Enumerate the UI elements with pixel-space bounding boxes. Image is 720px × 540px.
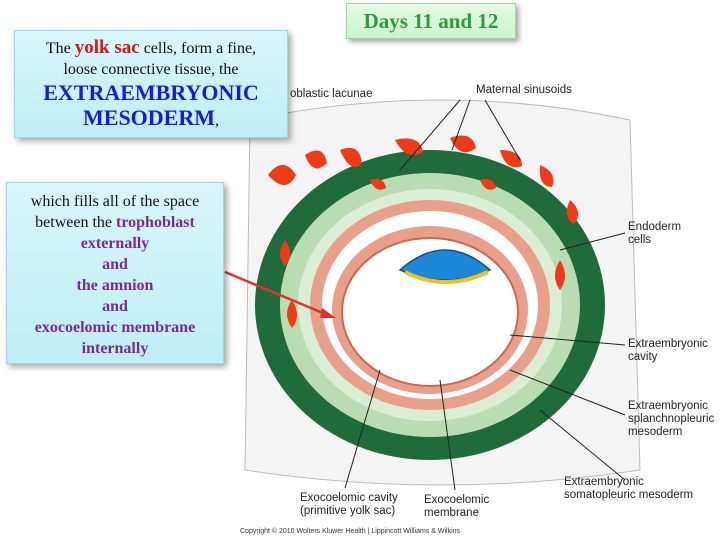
label-line: somatopleuric mesoderm <box>564 489 694 501</box>
exocoelomic-membrane-term: exocoelomic membrane <box>34 319 196 336</box>
callout-text: and <box>102 298 128 315</box>
label-maternal-sinusoids: Maternal sinusoids <box>476 84 572 96</box>
callout-space: which fills all of the space between the… <box>6 182 224 364</box>
pointer-arrowhead <box>320 308 336 318</box>
label-lacunae: oblastic lacunae <box>290 88 373 100</box>
copyright-notice: Copyright © 2010 Wolters Kluwer Health |… <box>240 528 461 535</box>
callout-text: between the <box>35 214 116 231</box>
callout-yolk-sac: The yolk sac cells, form a fine, loose c… <box>14 30 288 138</box>
label-line: Endoderm <box>628 221 682 233</box>
slide-title: Days 11 and 12 <box>346 3 516 39</box>
label-line: cells <box>628 234 652 246</box>
callout-text: internally <box>81 340 149 357</box>
label-endoderm-cells: Endoderm cells <box>628 221 681 247</box>
label-line: Exocoelomic <box>424 494 490 506</box>
yolk-sac-term: yolk sac <box>74 37 140 58</box>
label-exocoelomic-cavity: Exocoelomic cavity (primitive yolk sac) <box>300 492 398 518</box>
callout-text: which fills all of the space <box>30 193 200 210</box>
label-line: cavity <box>628 351 658 363</box>
label-splanchnopleuric-mesoderm: Extraembryonic splanchnopleuric mesoderm <box>628 400 714 439</box>
hypoblast <box>404 270 489 284</box>
label-line: Extraembryonic <box>628 400 708 412</box>
amnion-term: the amnion <box>76 277 154 294</box>
callout-text: loose connective tissue, the <box>63 61 239 78</box>
label-line: splanchnopleuric <box>628 413 715 425</box>
trophoblastic-lacunae <box>268 135 579 328</box>
label-line: membrane <box>424 507 479 519</box>
callout-text: externally <box>80 235 150 252</box>
pointer-arrow <box>224 270 331 318</box>
mesoderm-term: MESODERM <box>83 105 215 130</box>
label-line: mesoderm <box>628 426 683 438</box>
trophoblast-term: trophoblast <box>116 214 195 231</box>
callout-text: , <box>215 112 219 129</box>
extraembryonic-term: EXTRAEMBRYONIC <box>43 80 259 105</box>
label-line: (primitive yolk sac) <box>300 505 396 517</box>
label-exocoelomic-membrane: Exocoelomic membrane <box>424 494 489 520</box>
callout-text: cells, form a fine, <box>139 40 257 57</box>
label-somatopleuric-mesoderm: Extraembryonic somatopleuric mesoderm <box>564 476 693 502</box>
label-extraembryonic-cavity: Extraembryonic cavity <box>628 338 708 364</box>
label-line: Extraembryonic <box>564 476 644 488</box>
callout-text: and <box>102 256 128 273</box>
label-line: Extraembryonic <box>628 338 708 350</box>
callout-text: The <box>45 40 75 57</box>
label-line: Exocoelomic cavity <box>300 492 398 504</box>
